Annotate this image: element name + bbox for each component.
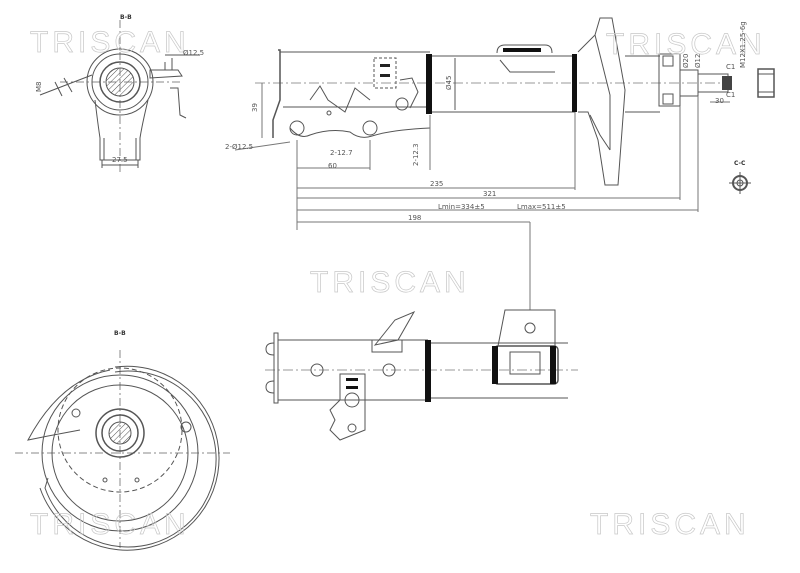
detail-c-c <box>729 172 751 194</box>
dim-bracket-holes: 2-Ø12.5 <box>225 143 254 151</box>
spring-seat-top-view <box>15 350 230 551</box>
dim-thread-length: 30 <box>715 97 724 105</box>
watermark-triscan: TRISCAN <box>310 266 470 300</box>
dim-length-235: 235 <box>430 180 444 188</box>
dim-length-321: 321 <box>483 190 497 198</box>
dim-bracket-height: 39 <box>251 103 259 112</box>
dim-chamfer-top: C1 <box>726 63 736 71</box>
dim-mount-angle: M8 <box>35 81 43 93</box>
dimension-lines <box>234 83 730 310</box>
watermark-triscan: TRISCAN <box>590 508 750 542</box>
dim-tube-diameter: Ø45 <box>445 75 453 90</box>
dim-rod-dia-2: Ø12 <box>694 53 702 68</box>
dim-mount-width: 27.5 <box>112 156 128 164</box>
section-label-top: B-B <box>120 14 132 21</box>
top-mount-section <box>39 20 200 175</box>
dim-hole-spacing: 60 <box>328 162 337 170</box>
watermark-triscan: TRISCAN <box>606 28 766 62</box>
dim-chamfer-bottom: C1 <box>726 91 736 99</box>
dim-thread: M12X1.25-6g <box>739 21 747 68</box>
strut-side-view <box>255 17 775 186</box>
dim-mount-hole: Ø12.5 <box>183 49 205 57</box>
dim-l-max: Lmax=511±5 <box>517 203 566 211</box>
dim-l-min: Lmin=334±5 <box>438 203 485 211</box>
strut-bottom-view <box>265 309 578 441</box>
section-label-detail: C-C <box>734 160 746 167</box>
section-label-bottom: B-B <box>114 330 126 337</box>
dim-hole-slot: 2-12.7 <box>330 149 353 157</box>
watermark-triscan: TRISCAN <box>30 26 190 60</box>
dim-length-198: 198 <box>408 214 422 222</box>
dim-vertical-slot: 2-12.3 <box>412 143 420 166</box>
watermark-triscan: TRISCAN <box>30 508 190 542</box>
dim-rod-dia-1: Ø20 <box>682 53 690 68</box>
